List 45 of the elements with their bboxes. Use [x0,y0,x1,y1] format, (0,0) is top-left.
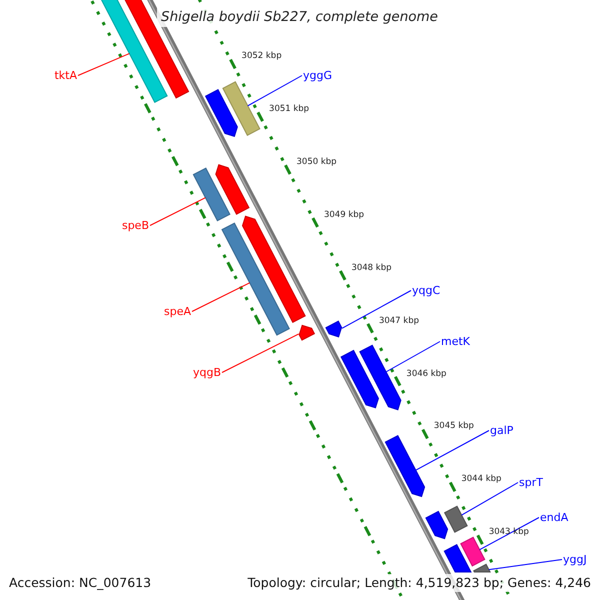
gene-label: galP [490,424,514,437]
tick-label: 3049 kbp [324,210,364,220]
gene-block [242,216,306,324]
leader-line [247,75,302,106]
leader-line [488,559,562,570]
tick-label: 3045 kbp [434,421,474,432]
tick-label: 3051 kbp [269,104,310,114]
gene-block [204,89,238,138]
gene-block [425,510,448,540]
leader-line [192,282,250,312]
tick-label: 3044 kbp [461,474,502,484]
leader-line [386,341,440,372]
gene-label: sprT [519,476,543,489]
gene-label: yggJ [563,553,587,566]
leader-line [222,333,300,373]
gene-label: metK [441,335,470,348]
gene-label: tktA [54,69,77,82]
gene-block [215,164,250,215]
gene-label: yggG [303,69,332,82]
leader-line [150,197,206,226]
tick-label: 3046 kbp [406,368,446,379]
gene-block [192,167,230,222]
gene-label: speA [164,305,191,318]
gene-block [221,222,290,336]
tick-label: 3048 kbp [351,262,392,273]
gene-block [460,536,486,567]
gene-block [298,324,316,341]
gene-block [359,344,402,410]
gene-label: speB [122,219,149,232]
gene-label: endA [540,511,568,524]
gene-block [325,320,342,338]
tick-label: 3043 kbp [488,527,529,538]
gene-block [222,81,260,136]
gene-block [384,434,426,498]
gene-block [444,506,468,533]
leader-line [415,430,490,471]
gene-label: yqgB [192,366,221,379]
gene-label: yqgC [412,284,440,297]
leader-line [479,517,540,550]
gene-block [340,350,379,408]
tick-label: 3047 kbp [378,316,419,326]
tick-label: 3050 kbp [296,157,337,168]
leader-line [461,482,518,516]
tick-label: 3052 kbp [242,51,282,62]
leader-line [342,290,412,329]
